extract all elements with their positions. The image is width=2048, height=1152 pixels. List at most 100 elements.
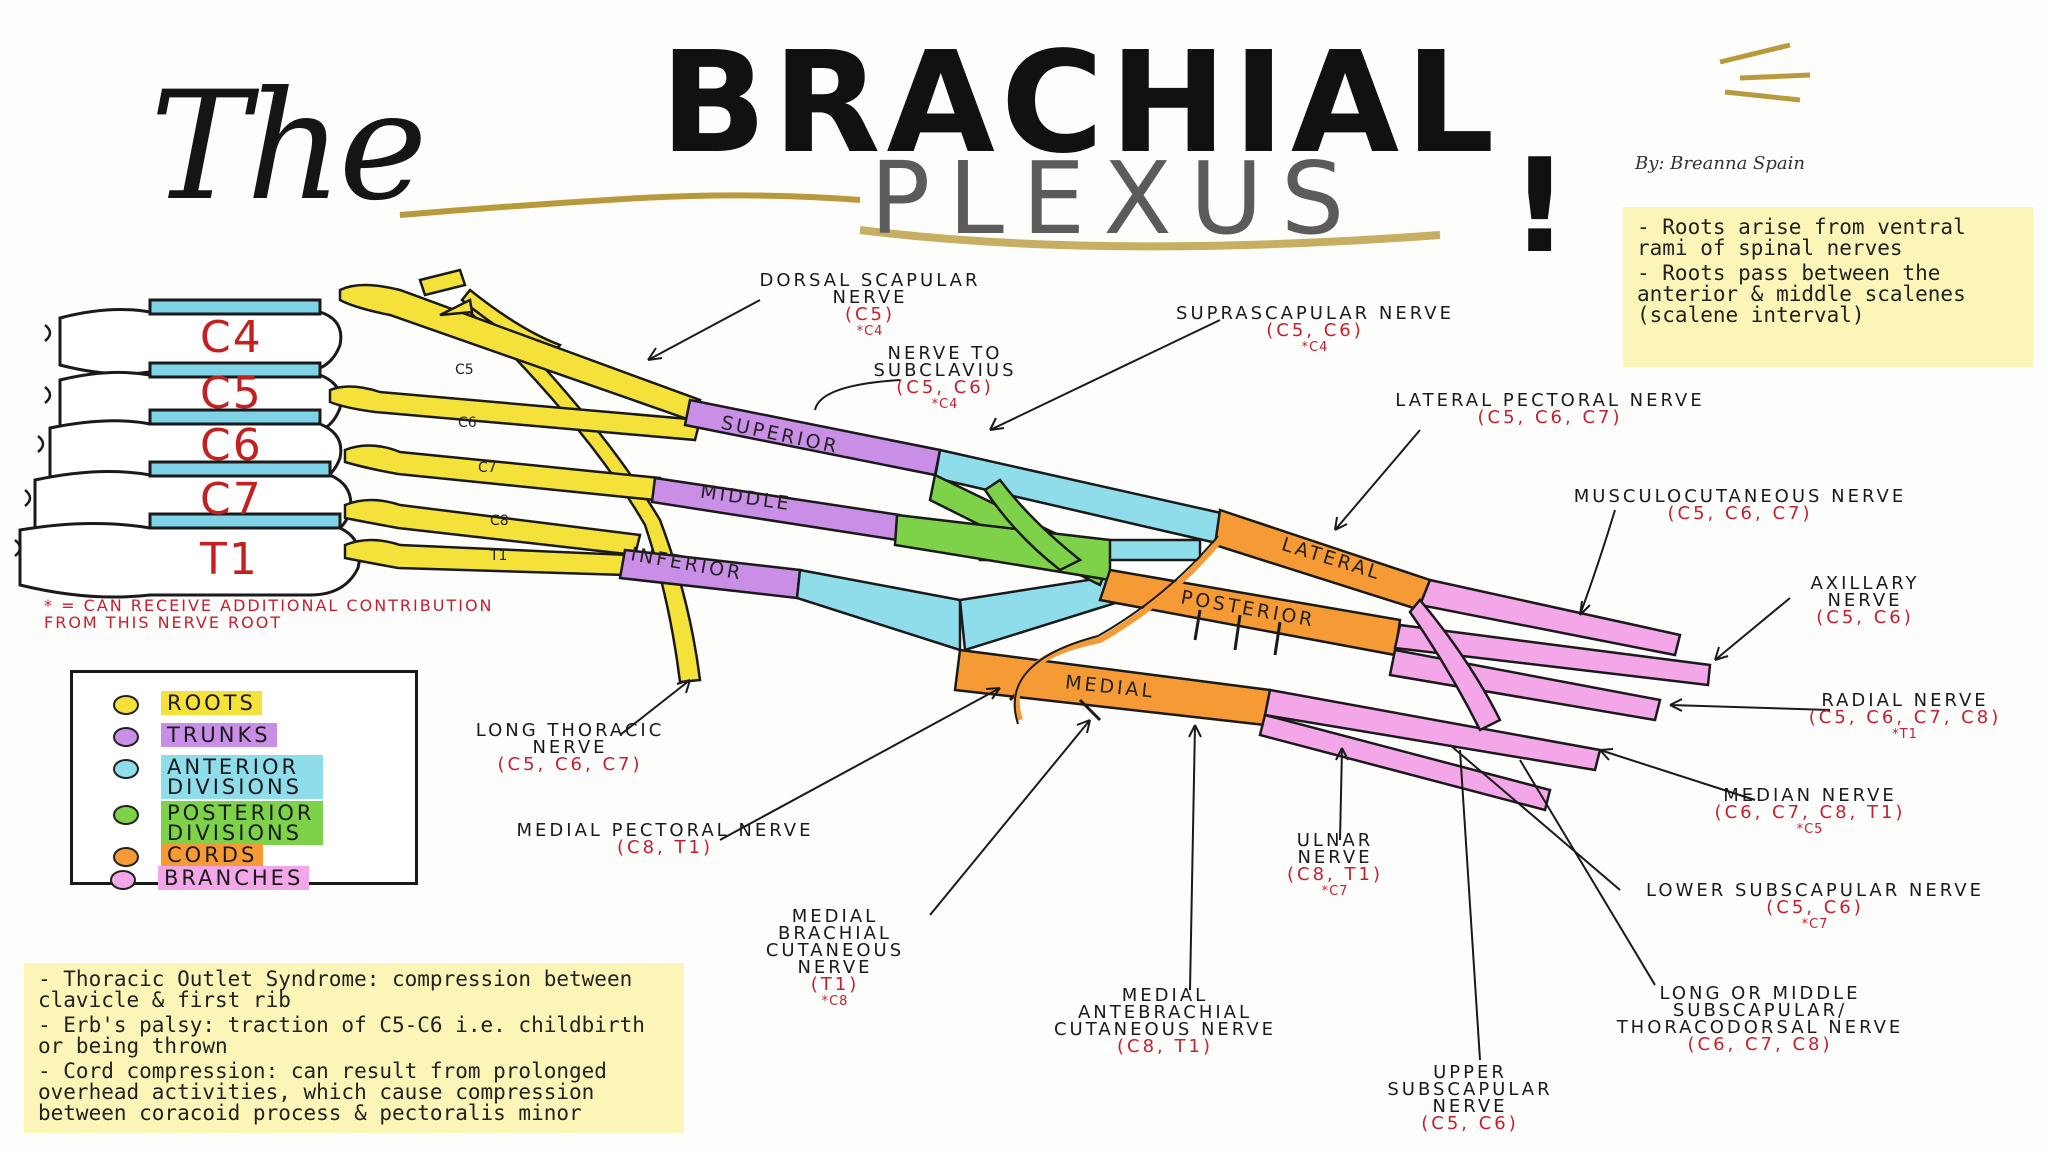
label-nerve-to-subclavius: NERVE TO SUBCLAVIUS (C5, C6) *C4 [850,345,1040,413]
nerve-extra: *C4 [856,324,884,339]
nerve-name: UPPER SUBSCAPULAR NERVE [1387,1062,1553,1117]
nerve-extra: *C8 [821,994,849,1009]
legend-label: BRANCHES [158,866,310,890]
roots [328,268,702,577]
title-plexus: PLEXUS [870,140,1363,257]
roots-note: - Roots arise from ventral rami of spina… [1623,207,2033,367]
clinical-note-line: - Cord compression: can result from prol… [38,1059,607,1125]
vertebra-label-c5: C5 [200,368,263,419]
label-musculocutaneous: MUSCULOCUTANEOUS NERVE (C5, C6, C7) [1570,486,1910,524]
nerve-roots: (C5, C6) [1766,897,1864,918]
legend-label: TRUNKS [161,723,277,747]
label-median: MEDIAN NERVE (C6, C7, C8, T1) *C5 [1680,787,1940,838]
terminal-branches [1258,578,1712,812]
nerve-extra: *C5 [1796,822,1824,837]
legend-swatch [113,759,139,779]
label-medial-brachial-cutaneous: MEDIAL BRACHIAL CUTANEOUS NERVE (T1) *C8 [740,908,930,1010]
nerve-name: DORSAL SCAPULAR NERVE [759,270,981,308]
vertebra-c4 [58,298,343,376]
roots-note-line: - Roots arise from ventral rami of spina… [1637,215,1966,260]
title-brachial: BRACHIAL [660,22,1501,185]
axillary-branch [1393,623,1712,687]
root-tag-c8: C8 [490,513,509,529]
nerve-name: LATERAL PECTORAL NERVE [1395,390,1705,411]
label-long-thoracic: LONG THORACIC NERVE (C5, C6, C7) [470,720,670,775]
clinical-note-line: - Thoracic Outlet Syndrome: compression … [38,967,633,1012]
nerve-name: ULNAR NERVE [1296,830,1374,868]
legend-swatch [113,805,139,825]
pectoral-loop-outline [1013,535,1219,725]
title-the: The [150,60,427,234]
vertebra-label-c7: C7 [200,474,263,525]
nerve-name: MEDIAL ANTEBRACHIAL CUTANEOUS NERVE [1053,985,1277,1040]
nerve-roots: (C8, T1) [617,837,713,858]
root-tag-c7: C7 [478,460,497,476]
label-axillary: AXILLARY NERVE (C5, C6) [1780,573,1950,627]
label-dorsal-scapular: DORSAL SCAPULAR NERVE (C5) *C4 [720,272,1020,340]
clinical-note-line: - Erb's palsy: traction of C5-C6 i.e. ch… [38,1013,645,1058]
nerve-name: NERVE TO SUBCLAVIUS [873,343,1017,381]
nerve-roots: (C8, T1) [1287,864,1383,885]
nerve-roots: (C5, C6, C7) [1477,407,1623,428]
label-upper-subscapular: UPPER SUBSCAPULAR NERVE (C5, C6) [1350,1062,1590,1134]
root-c6 [328,385,702,442]
nerve-roots: (C5, C6) [1266,320,1364,341]
vertebra-label-t1: T1 [200,534,259,585]
accent-strokes [1719,42,1811,103]
nerve-extra: *C7 [1321,884,1349,899]
trunks [618,398,942,600]
root-tag-c6: C6 [458,415,477,431]
vertebra-t1 [18,512,361,599]
nerve-roots: (C5, C6) [1421,1113,1519,1134]
roots-note-line: - Roots pass between the anterior & midd… [1637,261,1966,327]
nerve-name: MUSCULOCUTANEOUS NERVE [1573,486,1907,507]
nerve-extra: *C4 [1301,340,1329,355]
nerve-name: SUPRASCAPULAR NERVE [1176,303,1454,324]
nerve-roots: (C5, C6, C7) [497,754,643,775]
nerve-roots: (C6, C7, C8, T1) [1714,802,1906,823]
nerve-roots: (C6, C7, C8) [1687,1034,1833,1055]
label-radial: RADIAL NERVE (C5, C6, C7, C8) *T1 [1790,692,2020,743]
nerve-extra: *C7 [1801,917,1829,932]
nerve-name: LONG OR MIDDLE SUBSCAPULAR/ THORACODORSA… [1616,983,1904,1038]
median-branch [1263,688,1602,772]
clinical-note: - Thoracic Outlet Syndrome: compression … [24,963,684,1133]
legend-swatch [110,870,136,890]
plexus-underline [859,226,1441,251]
legend-label: ANTERIOR DIVISIONS [161,755,323,799]
nerve-roots: (C5, C6) [896,377,994,398]
vertebra-label-c4: C4 [200,312,263,363]
label-medial-pectoral: MEDIAL PECTORAL NERVE (C8, T1) [500,820,830,858]
nerve-roots: (C5, C6, C7, C8) [1808,707,2002,728]
asterisk-note: * = CAN RECEIVE ADDITIONAL CONTRIBUTION … [44,596,494,632]
nerve-name: MEDIAN NERVE [1723,785,1897,806]
label-thoracodorsal: LONG OR MIDDLE SUBSCAPULAR/ THORACODORSA… [1610,983,1910,1055]
color-legend: ROOTS TRUNKS ANTERIOR DIVISIONS POSTERIO… [70,670,418,885]
posterior-divisions [893,473,1112,587]
nerve-name: LOWER SUBSCAPULAR NERVE [1646,880,1984,901]
pectoral-loop [1013,538,1223,721]
label-medial-antebrachial-cutaneous: MEDIAL ANTEBRACHIAL CUTANEOUS NERVE (C8,… [1040,985,1290,1057]
legend-label: CORDS [161,843,264,867]
ulnar-branch [1258,713,1552,812]
legend-swatch [113,847,139,867]
root-tag-t1: T1 [490,548,508,564]
legend-swatch [113,695,139,715]
vertebra-label-c6: C6 [200,420,263,471]
root-tag-c5: C5 [455,362,474,378]
nerve-name: LONG THORACIC NERVE [475,720,665,758]
label-suprascapular: SUPRASCAPULAR NERVE (C5, C6) *C4 [1165,305,1465,356]
label-arrows [619,299,1831,1061]
label-ulnar: ULNAR NERVE (C8, T1) *C7 [1270,832,1400,900]
nerve-roots: (C5, C6, C7) [1667,503,1813,524]
nerve-roots: (C8, T1) [1117,1036,1213,1057]
nerve-name: MEDIAL BRACHIAL CUTANEOUS NERVE [765,906,905,978]
nerve-name: AXILLARY NERVE [1810,573,1920,611]
nerve-name: MEDIAL PECTORAL NERVE [516,820,814,841]
label-lower-subscapular: LOWER SUBSCAPULAR NERVE (C5, C6) *C7 [1630,882,2000,933]
nerve-roots: (T1) [810,974,860,995]
legend-label: ROOTS [161,691,262,715]
legend-label: POSTERIOR DIVISIONS [161,801,323,845]
